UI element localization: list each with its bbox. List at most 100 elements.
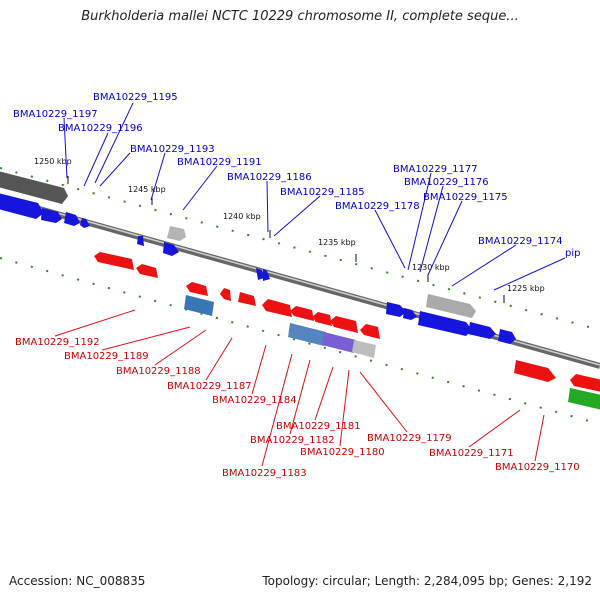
reverse-features — [94, 252, 600, 410]
gene-arrow-reverse[interactable] — [262, 299, 292, 317]
leader-line — [266, 180, 269, 233]
gene-label: BMA10229_1181 — [276, 421, 361, 432]
gene-arrow-gray[interactable] — [0, 171, 68, 204]
gene-label: BMA10229_1195 — [93, 92, 178, 103]
leader-line — [468, 409, 521, 448]
reverse-gene-labels: BMA10229_1192 BMA10229_1189 BMA10229_118… — [15, 337, 580, 479]
forward-gene-labels: BMA10229_1195 BMA10229_1197 BMA10229_119… — [13, 92, 580, 259]
leader-line — [205, 337, 233, 381]
gene-label: BMA10229_1184 — [212, 395, 297, 406]
leader-line — [101, 326, 191, 351]
leader-line — [427, 200, 463, 276]
gene-arrow-reverse[interactable] — [312, 312, 332, 326]
gene-arrow-forward[interactable] — [163, 242, 179, 256]
gene-arrow-reverse[interactable] — [570, 374, 600, 392]
leader-line — [54, 309, 136, 337]
gene-label: BMA10229_1186 — [227, 172, 312, 183]
scale-tick-label: 1250 kbp — [34, 157, 72, 166]
gene-label: BMA10229_1176 — [404, 177, 489, 188]
gene-label: BMA10229_1171 — [429, 448, 514, 459]
label-leaders — [54, 102, 566, 467]
gene-label: BMA10229_1192 — [15, 337, 100, 348]
gene-arrow-forward[interactable] — [498, 329, 516, 344]
gene-arrow-reverse[interactable] — [186, 282, 208, 296]
gene-label: BMA10229_1174 — [478, 236, 563, 247]
gene-label: BMA10229_1170 — [495, 462, 580, 473]
leader-line — [261, 353, 293, 467]
leader-line — [154, 329, 207, 366]
gene-label: BMA10229_1179 — [367, 433, 452, 444]
leader-line — [407, 172, 432, 271]
scale-tick-label: 1230 kbp — [412, 263, 450, 272]
scale-tick-label: 1225 kbp — [507, 284, 545, 293]
gene-arrow-gray[interactable] — [167, 226, 186, 241]
gene-label: BMA10229_1182 — [250, 435, 335, 446]
gene-arrow-reverse[interactable] — [360, 324, 380, 339]
leader-line — [289, 359, 311, 435]
gene-arrow-gray[interactable] — [426, 294, 476, 318]
leader-line — [314, 366, 334, 421]
track-guides — [0, 167, 600, 425]
gene-label: BMA10229_1183 — [222, 468, 307, 479]
leader-line — [273, 195, 321, 237]
map-title: Burkholderia mallei NCTC 10229 chromosom… — [81, 9, 519, 24]
leader-line — [150, 152, 166, 201]
gene-arrow-reverse[interactable] — [238, 292, 256, 306]
leader-line — [99, 152, 131, 187]
gene-label: BMA10229_1188 — [116, 366, 201, 377]
gene-label: BMA10229_1193 — [130, 144, 215, 155]
accession-text: Accession: NC_008835 — [9, 574, 146, 588]
gene-arrow-reverse[interactable] — [94, 252, 134, 270]
gene-label: BMA10229_1191 — [177, 157, 262, 168]
gene-arrow-forward[interactable] — [403, 308, 417, 320]
leader-line — [182, 165, 218, 211]
gene-arrow-forward[interactable] — [468, 322, 496, 339]
gene-arrow-blue-gray[interactable] — [184, 295, 214, 316]
gene-arrow-gray[interactable] — [352, 340, 376, 358]
gene-label: BMA10229_1196 — [58, 123, 143, 134]
gene-arrow-reverse[interactable] — [220, 288, 231, 301]
forward-features — [0, 171, 516, 344]
gene-arrow-reverse[interactable] — [330, 316, 358, 333]
leader-line — [419, 185, 444, 273]
gene-label: BMA10229_1187 — [167, 381, 252, 392]
gene-arrow-reverse[interactable] — [514, 360, 556, 382]
gene-arrow-forward[interactable] — [386, 302, 406, 317]
gene-arrow-purple[interactable] — [322, 332, 356, 353]
gene-label: BMA10229_1189 — [64, 351, 149, 362]
scale-tick-label: 1240 kbp — [223, 212, 261, 221]
gene-arrow-forward[interactable] — [256, 268, 264, 280]
leader-line — [251, 344, 267, 395]
gene-arrow-blue-gray[interactable] — [288, 323, 326, 346]
gene-label: BMA10229_1180 — [300, 447, 385, 458]
gene-label: BMA10229_1178 — [335, 201, 420, 212]
leader-line — [339, 369, 350, 447]
gene-arrow-reverse[interactable] — [136, 264, 158, 278]
gene-arrow-forward[interactable] — [80, 218, 90, 228]
genome-summary-text: Topology: circular; Length: 2,284,095 bp… — [262, 574, 592, 588]
gene-arrow-forward[interactable] — [0, 193, 44, 219]
leader-line — [359, 371, 408, 433]
leader-line — [94, 102, 134, 184]
gene-arrow-forward[interactable] — [41, 208, 62, 223]
scale-tick-label: 1245 kbp — [128, 185, 166, 194]
leader-line — [451, 244, 517, 287]
leader-line — [493, 257, 566, 291]
leader-line — [374, 209, 406, 269]
gene-label: BMA10229_1175 — [423, 192, 508, 203]
gene-arrow-forward[interactable] — [137, 236, 144, 246]
gene-arrow-green[interactable] — [568, 388, 600, 410]
gene-arrow-forward[interactable] — [263, 269, 270, 281]
gene-label: BMA10229_1185 — [280, 187, 365, 198]
gene-label: BMA10229_1197 — [13, 109, 98, 120]
leader-line — [534, 414, 545, 462]
gene-arrow-forward[interactable] — [64, 212, 80, 226]
leader-line — [63, 117, 68, 179]
gene-arrow-reverse[interactable] — [290, 306, 314, 321]
gene-label: BMA10229_1177 — [393, 164, 478, 175]
gene-arrow-forward[interactable] — [418, 311, 472, 336]
gene-label: pip — [565, 248, 580, 259]
scale-ticks: 1250 kbp 1245 kbp 1240 kbp 1235 kbp 1230… — [34, 157, 545, 303]
